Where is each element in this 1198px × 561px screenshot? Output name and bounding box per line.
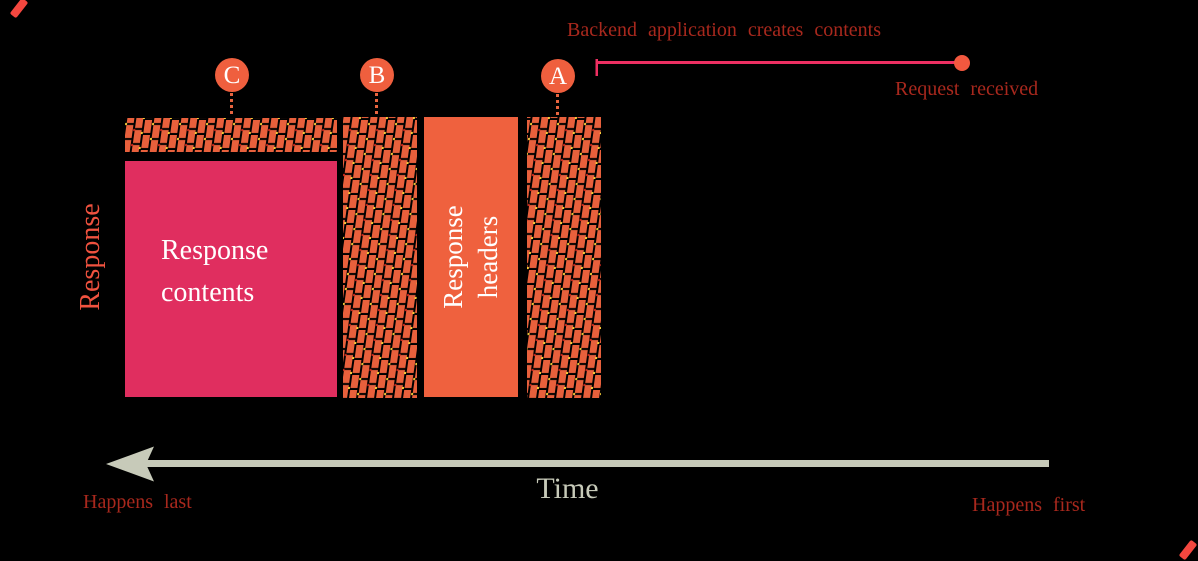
time-arrow-line xyxy=(144,460,1049,467)
y-axis-label-response: Response xyxy=(75,203,106,311)
hatch-band-above-contents xyxy=(125,118,337,152)
hatch-column-b xyxy=(343,117,417,398)
timeline-line xyxy=(596,61,956,64)
response-contents-label: Response contents xyxy=(161,235,269,308)
backend-creates-contents-label: Backend application creates contents xyxy=(567,19,881,41)
marker-c-label: C xyxy=(223,61,241,89)
timeline-start-tick xyxy=(595,59,598,76)
dotted-connector-b xyxy=(375,93,378,117)
response-headers-label: Response headers xyxy=(437,205,503,309)
marker-b: B xyxy=(360,58,394,92)
marker-c: C xyxy=(215,58,249,92)
marker-b-label: B xyxy=(368,61,386,89)
marker-a-label: A xyxy=(548,62,568,90)
dotted-connector-a xyxy=(556,94,559,118)
response-contents-block: Response contents xyxy=(125,161,337,397)
happens-last-label: Happens last xyxy=(83,491,192,513)
request-received-label: Request received xyxy=(895,78,1039,100)
dotted-connector-c xyxy=(230,93,233,117)
time-arrow-head-icon xyxy=(106,446,154,482)
request-received-dot xyxy=(954,55,970,71)
happens-first-label: Happens first xyxy=(972,494,1086,516)
marker-a: A xyxy=(541,59,575,93)
hatch-column-a xyxy=(527,117,601,398)
response-headers-block: Response headers xyxy=(424,117,518,397)
x-axis-label-time: Time xyxy=(536,472,599,505)
